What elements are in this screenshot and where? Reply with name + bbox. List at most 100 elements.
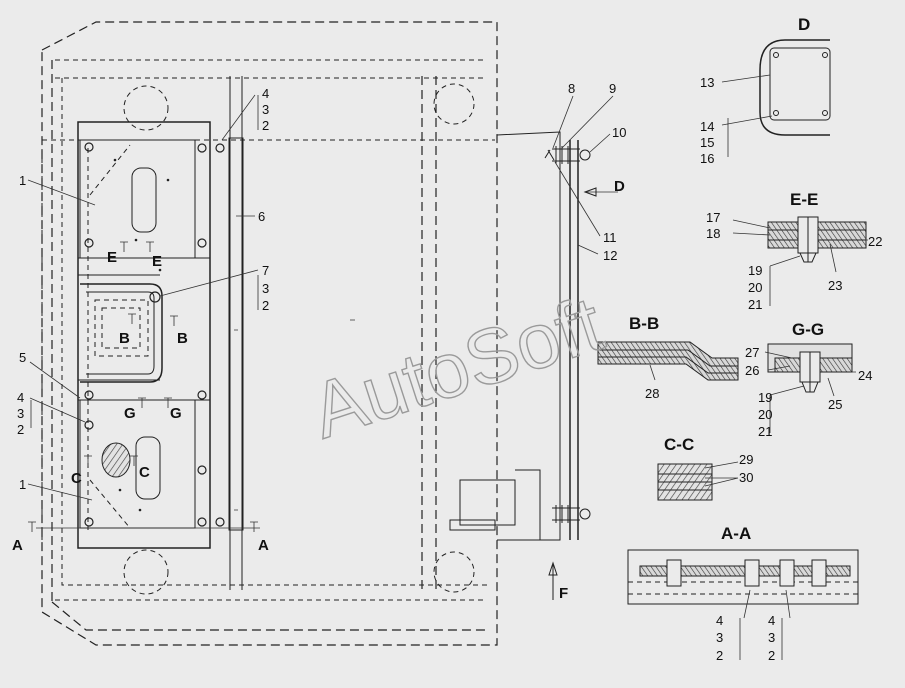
callout-4-aa-right: 4 (768, 613, 775, 628)
arrow-a-left: A (12, 537, 23, 554)
circle-top-left (123, 85, 169, 131)
callout-4-left: 4 (17, 390, 24, 405)
callout-6: 6 (258, 209, 265, 224)
cc-layer-lines (658, 473, 712, 491)
arrow-b-right: B (177, 330, 188, 347)
callout-4-top: 4 (262, 86, 269, 101)
arrow-a-right: A (258, 537, 269, 554)
circle-top-right (433, 83, 475, 125)
section-c-c: C-C (657, 435, 739, 501)
callout-16: 16 (700, 151, 714, 166)
arrow-d: D (614, 178, 625, 195)
lower-box (449, 479, 516, 531)
callout-25: 25 (828, 397, 842, 412)
callout-7: 7 (262, 263, 269, 278)
main-assembly (36, 21, 591, 646)
callout-29: 29 (739, 452, 753, 467)
view-d-leaders (721, 74, 773, 157)
arrow-c-left: C (71, 470, 82, 487)
callout-1-upper: 1 (19, 173, 26, 188)
side-panel-12 (569, 140, 579, 540)
gg-bolt-stem (801, 352, 819, 393)
callout-20-gg: 20 (758, 407, 772, 422)
callout-21-ee: 21 (748, 297, 762, 312)
callout-numbers: 1 1 5 4 3 2 4 3 2 6 7 3 2 8 9 10 11 12 1… (17, 75, 882, 663)
callout-3-aa-left: 3 (716, 630, 723, 645)
bracket-7 (80, 283, 163, 383)
callout-2-aa-right: 2 (768, 648, 775, 663)
section-b-b-title: B-B (629, 314, 659, 333)
arrow-f: F (559, 585, 568, 602)
vertical-rails (229, 76, 243, 590)
callout-2-mid: 2 (262, 298, 269, 313)
small-dots (113, 158, 170, 512)
view-d-holes (773, 52, 828, 116)
panel-dividers (78, 257, 210, 401)
callout-3-mid: 3 (262, 281, 269, 296)
side-panel-outline (496, 131, 561, 541)
bracket-hidden-lines (94, 299, 149, 357)
aa-bolts (666, 559, 827, 587)
inner-dashed-frame (51, 60, 487, 631)
arrow-g-right: G (170, 405, 182, 422)
dashed-guides (55, 59, 487, 601)
callout-3-aa-right: 3 (768, 630, 775, 645)
panel-bolts (84, 142, 225, 527)
callout-28: 28 (645, 386, 659, 401)
circle-bottom-right (433, 551, 475, 593)
section-g-g-title: G-G (792, 320, 824, 339)
main-leaders (27, 94, 618, 600)
callout-11: 11 (603, 230, 617, 245)
callout-2-left: 2 (17, 422, 24, 437)
callout-27: 27 (745, 345, 759, 360)
outer-dashed-frame (41, 21, 498, 646)
arrow-c-right: C (139, 464, 150, 481)
bb-layer-lines (598, 349, 738, 374)
arrow-b-left: B (119, 330, 130, 347)
ee-bolt-stem (799, 217, 817, 263)
left-panel (77, 121, 211, 549)
callout-8: 8 (568, 81, 575, 96)
callout-23: 23 (828, 278, 842, 293)
callout-10: 10 (612, 125, 626, 140)
callout-22: 22 (868, 234, 882, 249)
section-a-a-title: A-A (721, 524, 751, 543)
callout-2-aa-left: 2 (716, 648, 723, 663)
arrow-g-left: G (124, 405, 136, 422)
upper-slot (131, 167, 157, 233)
callout-18: 18 (706, 226, 720, 241)
arrow-e-left: E (107, 249, 117, 266)
cutting-plane-ticks (28, 241, 258, 532)
section-c-c-title: C-C (664, 435, 694, 454)
bolt-top-right (544, 146, 591, 164)
callout-1-lower: 1 (19, 477, 26, 492)
callout-13: 13 (700, 75, 714, 90)
upper-plate (79, 139, 196, 259)
lower-box-edge (515, 469, 541, 540)
strip-6 (228, 137, 244, 531)
callout-19-ee: 19 (748, 263, 762, 278)
right-bay-dashed (421, 76, 437, 590)
callout-15: 15 (700, 135, 714, 150)
view-d-title: D (798, 15, 810, 34)
aa-frame (627, 549, 859, 605)
ee-leaders (732, 219, 868, 306)
callout-4-aa-left: 4 (716, 613, 723, 628)
tick-marks (234, 319, 355, 511)
gg-leaders (764, 351, 856, 433)
callout-5: 5 (19, 350, 26, 365)
callout-2-top: 2 (262, 118, 269, 133)
bb-profile (597, 341, 739, 381)
circle-bottom-left (123, 549, 169, 595)
section-e-e: E-E (732, 190, 868, 306)
callout-19-gg: 19 (758, 390, 772, 405)
view-d-plate (769, 47, 831, 121)
callout-3-top: 3 (262, 102, 269, 117)
callout-17: 17 (706, 210, 720, 225)
cc-leaders (704, 461, 739, 487)
lower-slot (135, 436, 161, 500)
callout-12: 12 (603, 248, 617, 263)
section-e-e-title: E-E (790, 190, 818, 209)
